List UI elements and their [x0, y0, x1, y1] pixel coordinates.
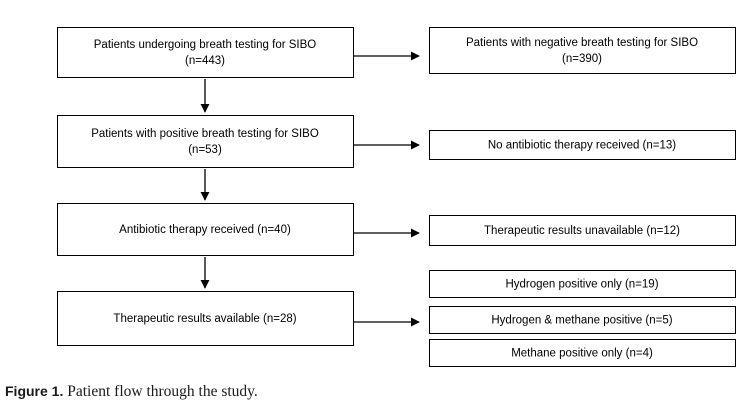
flow-box-r6: Methane positive only (n=4) — [429, 339, 736, 367]
flow-box-r3-line-0: Therapeutic results unavailable (n=12) — [484, 225, 680, 237]
flow-box-b2-frame — [57, 115, 354, 168]
flow-box-b1: Patients undergoing breath testing for S… — [57, 27, 354, 78]
flow-box-b4-frame — [57, 291, 354, 346]
flow-box-r4-line-0: Hydrogen positive only (n=19) — [505, 279, 658, 291]
flow-box-r3-frame — [429, 215, 736, 246]
flow-box-r1-line-0: Patients with negative breath testing fo… — [466, 37, 698, 49]
flow-box-r1-line-1: (n=390) — [562, 53, 602, 65]
flow-box-b1-line-0: Patients undergoing breath testing for S… — [94, 39, 317, 51]
flow-box-b4-line-0: Therapeutic results available (n=28) — [113, 313, 296, 325]
figure-caption: Figure 1. Patient flow through the study… — [5, 383, 258, 401]
flow-box-b4: Therapeutic results available (n=28) — [57, 291, 354, 346]
flow-box-r2-line-0: No antibiotic therapy received (n=13) — [488, 140, 676, 152]
flow-box-b2-line-1: (n=53) — [188, 144, 222, 156]
flow-box-r1: Patients with negative breath testing fo… — [429, 27, 736, 74]
flow-diagram: Patients undergoing breath testing for S… — [57, 27, 736, 367]
flow-box-r2: No antibiotic therapy received (n=13) — [429, 130, 736, 160]
flow-box-r6-line-0: Methane positive only (n=4) — [511, 348, 653, 360]
figure-label: Figure 1. — [5, 383, 64, 399]
flow-box-b2: Patients with positive breath testing fo… — [57, 115, 354, 168]
flow-box-b1-line-1: (n=443) — [185, 55, 225, 67]
flow-box-r1-frame — [429, 27, 736, 74]
flow-box-r5-frame — [429, 306, 736, 334]
flow-box-r3: Therapeutic results unavailable (n=12) — [429, 215, 736, 246]
figure-caption-text: Patient flow through the study. — [63, 383, 258, 400]
flow-box-b3-line-0: Antibiotic therapy received (n=40) — [119, 224, 291, 236]
flow-box-b3-frame — [57, 203, 354, 256]
flow-box-b3: Antibiotic therapy received (n=40) — [57, 203, 354, 256]
flow-box-r5-line-0: Hydrogen & methane positive (n=5) — [491, 315, 672, 327]
flow-box-b1-frame — [57, 27, 354, 78]
flow-box-r2-frame — [429, 130, 736, 160]
flow-box-r4-frame — [429, 270, 736, 298]
flow-box-b2-line-0: Patients with positive breath testing fo… — [91, 128, 319, 140]
flow-box-r4: Hydrogen positive only (n=19) — [429, 270, 736, 298]
flow-box-r5: Hydrogen & methane positive (n=5) — [429, 306, 736, 334]
flow-box-r6-frame — [429, 339, 736, 367]
